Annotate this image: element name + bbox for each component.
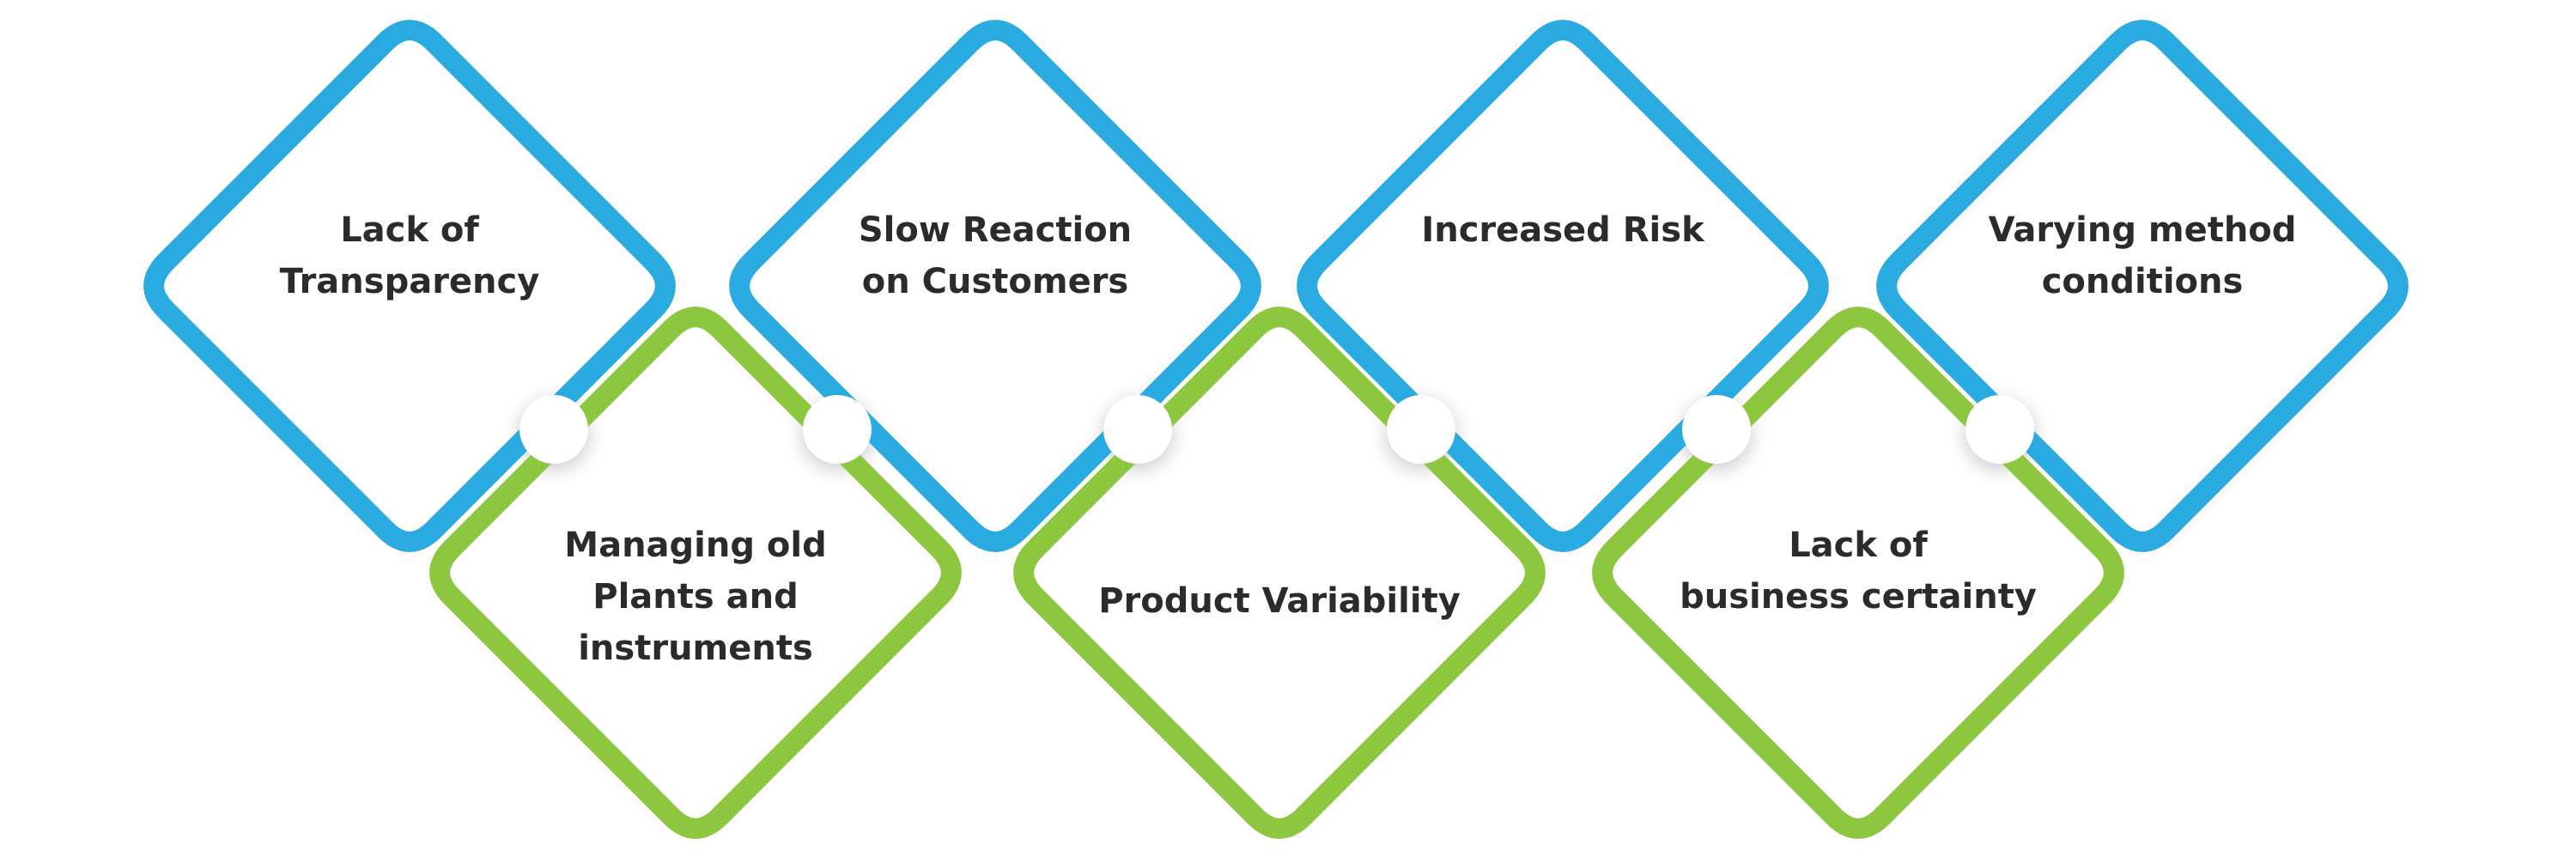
- label-managing-old-plants: Managing old Plants and instruments: [564, 526, 827, 668]
- top-diamond-1: [143, 20, 676, 552]
- top-diamond-3: [1297, 20, 1829, 552]
- diamond-outlines: [143, 20, 2409, 839]
- bottom-diamond-1: [429, 307, 962, 839]
- open-end-cut-2: [2247, 500, 2312, 565]
- top-diamond-2: [729, 20, 1261, 552]
- crossing-gap-4: [1387, 395, 1455, 464]
- crossing-gap-3: [1103, 395, 1172, 464]
- crossing-gap-6: [1965, 395, 2034, 464]
- open-end-cut-1: [240, 500, 305, 565]
- label-product-variability: Product Variability: [1098, 581, 1461, 621]
- top-diamond-4: [1876, 20, 2409, 552]
- bottom-diamond-2: [1013, 307, 1546, 839]
- crossing-gap-5: [1682, 395, 1751, 464]
- crossing-gap-2: [803, 395, 872, 464]
- crossing-shadows: [518, 398, 2036, 471]
- label-lack-of-transparency: Lack of Transparency: [279, 210, 540, 301]
- label-increased-risk: Increased Risk: [1421, 210, 1704, 250]
- label-lack-of-business-certainty: Lack of business certainty: [1680, 526, 2037, 617]
- label-varying-method-conditions: Varying method conditions: [1988, 210, 2297, 301]
- bottom-diamond-3: [1592, 307, 2124, 839]
- crossing-gap-1: [519, 395, 588, 464]
- label-slow-reaction-on-customers: Slow Reaction on Customers: [858, 210, 1133, 301]
